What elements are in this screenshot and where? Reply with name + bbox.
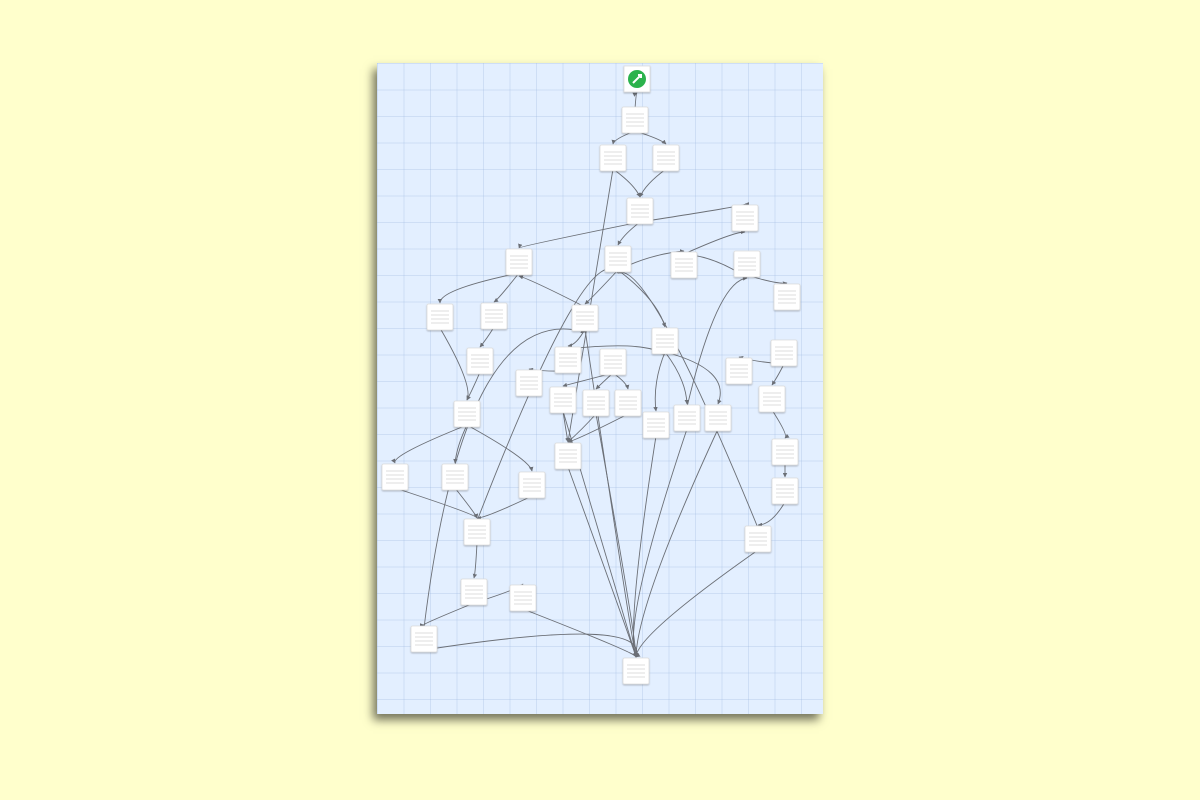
flow-node[interactable] [505,248,533,276]
flow-node[interactable] [466,347,494,375]
flow-edge [394,487,479,519]
flow-node[interactable] [614,389,642,417]
flow-edge [454,487,479,519]
flow-node[interactable] [621,106,649,134]
flow-node[interactable] [554,442,582,470]
flow-edge [633,428,719,658]
flow-node[interactable] [652,144,680,172]
flow-edge [633,549,759,658]
flow-node[interactable] [604,245,632,273]
flow-node[interactable] [626,197,654,225]
flow-edge [653,351,666,412]
flow-edge [632,435,657,658]
flow-edge [771,363,785,386]
flow-edge [479,326,495,348]
flow-edge [391,424,468,464]
flow-edge [683,229,746,255]
flow-node[interactable] [622,657,650,685]
flow-node[interactable] [771,477,799,505]
flow-edge [639,202,750,223]
flow-node[interactable] [744,525,772,553]
flow-node[interactable] [733,250,761,278]
flow-edge [771,409,790,439]
flow-node[interactable] [599,144,627,172]
flow-edge [439,327,471,401]
flow-node[interactable] [704,404,732,432]
flow-node[interactable] [410,625,438,653]
flow-node[interactable] [463,518,491,546]
edges-layer [391,92,790,658]
flow-edge [466,424,534,472]
flow-node[interactable] [582,389,610,417]
flow-node[interactable] [518,471,546,499]
flow-edge [584,328,638,658]
flow-node[interactable] [599,348,627,376]
flow-node[interactable] [460,578,488,606]
flow-node[interactable] [453,400,481,428]
flow-edge [453,424,468,464]
flow-edge [466,371,481,401]
flow-edge [472,542,478,579]
nodes-layer [381,65,801,685]
flow-node[interactable] [549,386,577,414]
flow-node[interactable] [642,411,670,439]
flow-edge [639,168,667,198]
flow-edge [567,466,638,658]
flow-edge [632,92,638,110]
rocket-glyph [632,74,642,84]
flow-node[interactable] [509,584,537,612]
flow-edge [423,328,586,629]
flow-node[interactable] [731,204,759,232]
flow-node[interactable] [771,438,799,466]
flow-node[interactable] [441,463,469,491]
flow-edge [584,269,619,305]
flow-edge [518,275,586,308]
flow-edge [423,633,640,658]
flow-node[interactable] [773,283,801,311]
flow-edge [757,501,786,528]
flow-edge [617,269,667,328]
flow-node[interactable] [670,251,698,279]
flow-node[interactable] [554,346,582,374]
flow-edge [518,221,641,249]
flow-edge [419,602,475,628]
flow-node[interactable] [515,369,543,397]
flow-node[interactable] [480,302,508,330]
flow-node[interactable] [758,385,786,413]
start-node[interactable] [623,65,651,93]
flow-edge [664,351,690,405]
flow-node[interactable] [673,404,701,432]
flow-node[interactable] [770,339,798,367]
flow-edge [493,272,520,303]
flow-node[interactable] [651,327,679,355]
flow-node[interactable] [381,463,409,491]
flow-node[interactable] [426,303,454,331]
flow-edge [664,351,722,405]
flow-node[interactable] [725,357,753,385]
flow-node[interactable] [571,304,599,332]
flow-edge [612,168,641,198]
flow-edge [686,276,748,408]
flow-edge [522,608,641,658]
flow-edge [437,272,520,304]
